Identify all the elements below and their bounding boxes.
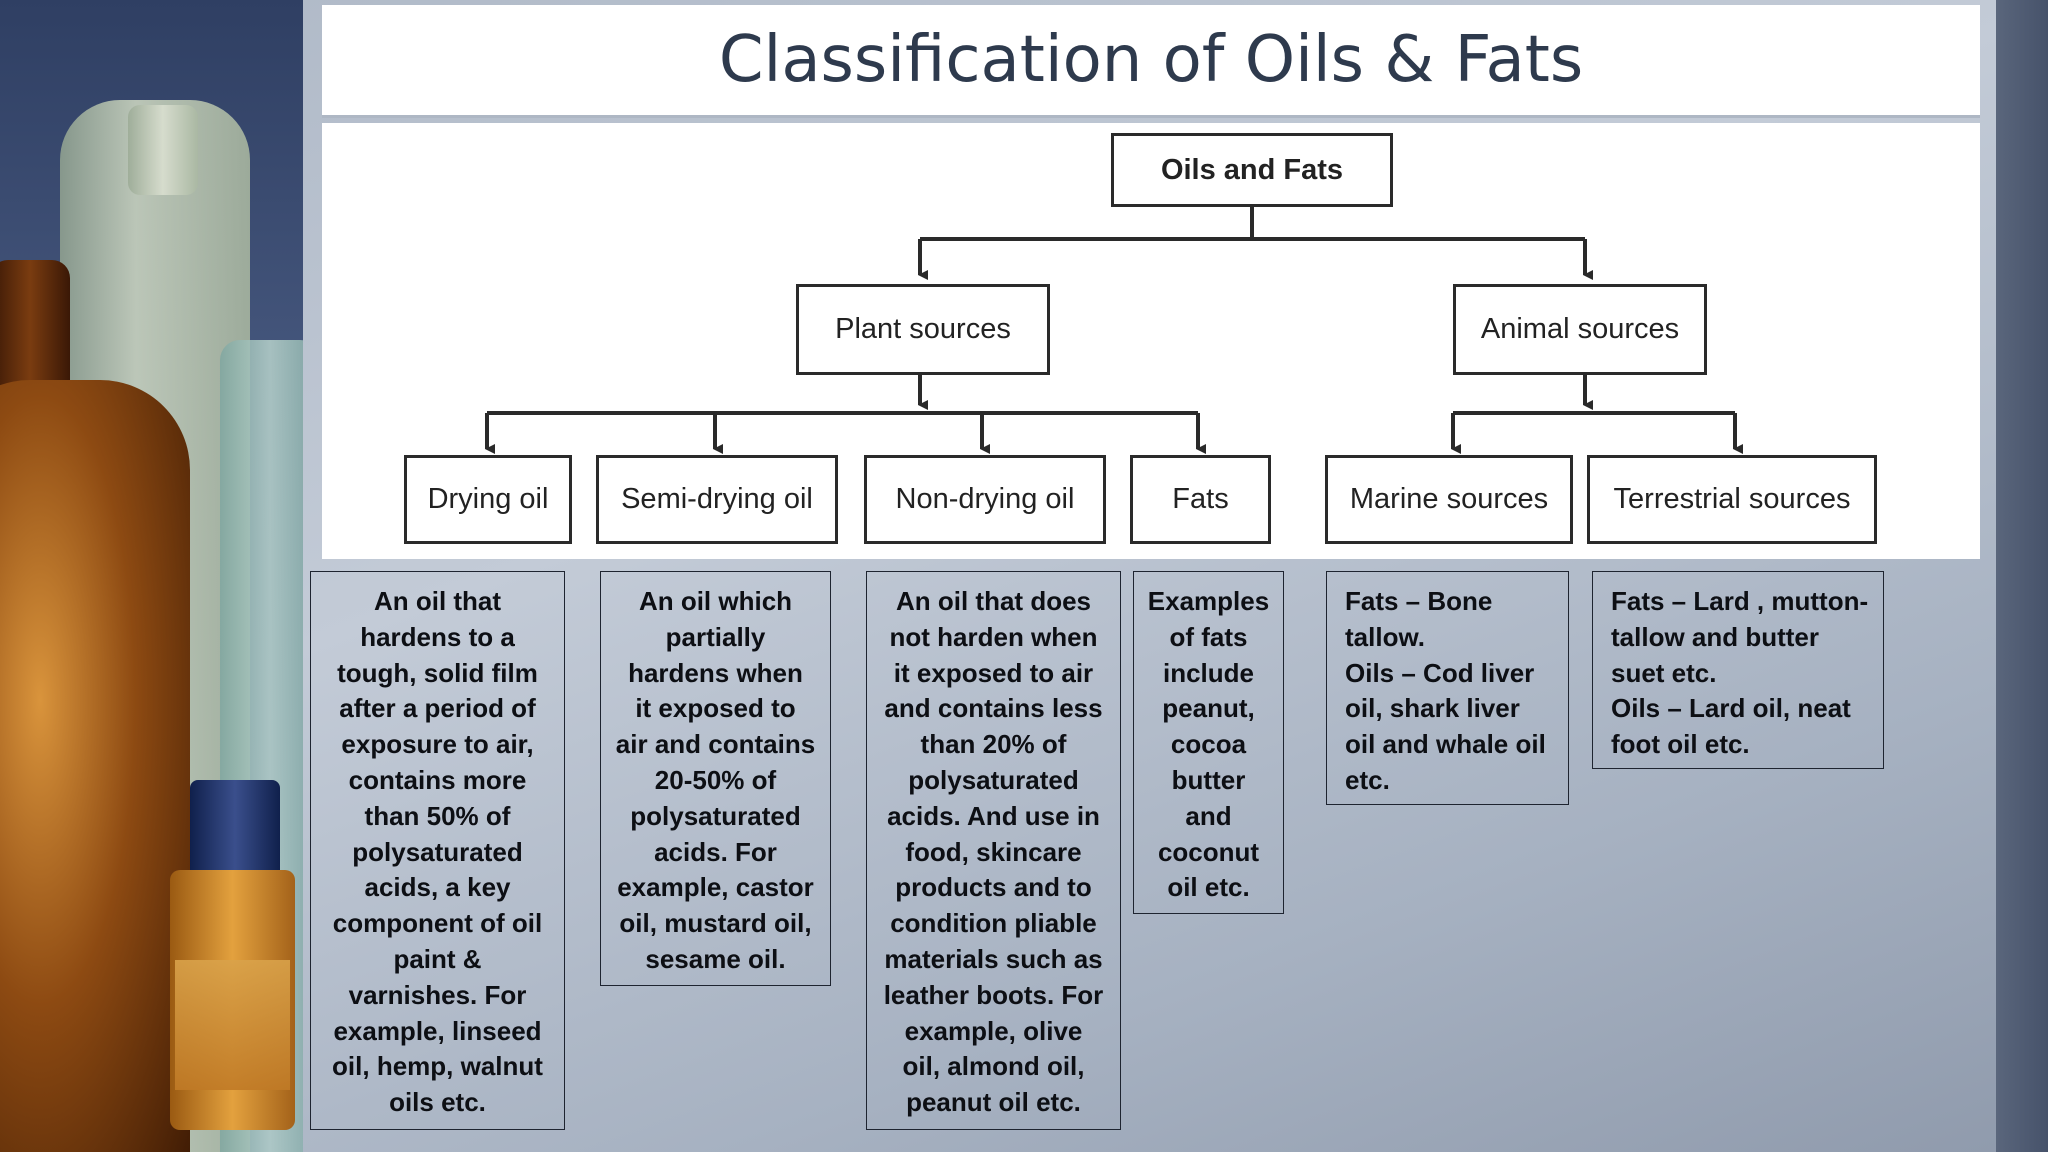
terrestrial-sources-description: Fats – Lard , mutton- tallow and butter … bbox=[1592, 571, 1884, 769]
bottles-photo bbox=[0, 0, 303, 1152]
bottle-neck-shape bbox=[0, 260, 70, 400]
node-animal-sources: Animal sources bbox=[1453, 284, 1707, 375]
node-oils-and-fats: Oils and Fats bbox=[1111, 133, 1393, 207]
node-fats: Fats bbox=[1130, 455, 1271, 544]
bottle-neck-shape bbox=[128, 105, 198, 195]
diagram-connectors bbox=[485, 205, 1743, 454]
node-drying-oil: Drying oil bbox=[404, 455, 572, 544]
right-edge-strip bbox=[1996, 0, 2048, 1152]
node-semi-drying-oil: Semi-drying oil bbox=[596, 455, 838, 544]
bottle-cap-shape bbox=[190, 780, 280, 880]
node-marine-sources: Marine sources bbox=[1325, 455, 1573, 544]
amber-bottle-shape bbox=[0, 380, 190, 1152]
node-plant-sources: Plant sources bbox=[796, 284, 1050, 375]
fats-description: Examples of fats include peanut, cocoa b… bbox=[1133, 571, 1284, 914]
slide-title: Classification of Oils & Fats bbox=[718, 23, 1584, 97]
semi-drying-oil-description: An oil which partially hardens when it e… bbox=[600, 571, 831, 986]
node-non-drying-oil: Non-drying oil bbox=[864, 455, 1106, 544]
drying-oil-description: An oil that hardens to a tough, solid fi… bbox=[310, 571, 565, 1130]
title-banner: Classification of Oils & Fats bbox=[322, 5, 1980, 118]
marine-sources-description: Fats – Bone tallow. Oils – Cod liver oil… bbox=[1326, 571, 1569, 805]
classification-diagram: Oils and Fats Plant sources Animal sourc… bbox=[322, 123, 1980, 559]
bottle-label-shape bbox=[175, 960, 290, 1090]
non-drying-oil-description: An oil that does not harden when it expo… bbox=[866, 571, 1121, 1130]
node-terrestrial-sources: Terrestrial sources bbox=[1587, 455, 1877, 544]
